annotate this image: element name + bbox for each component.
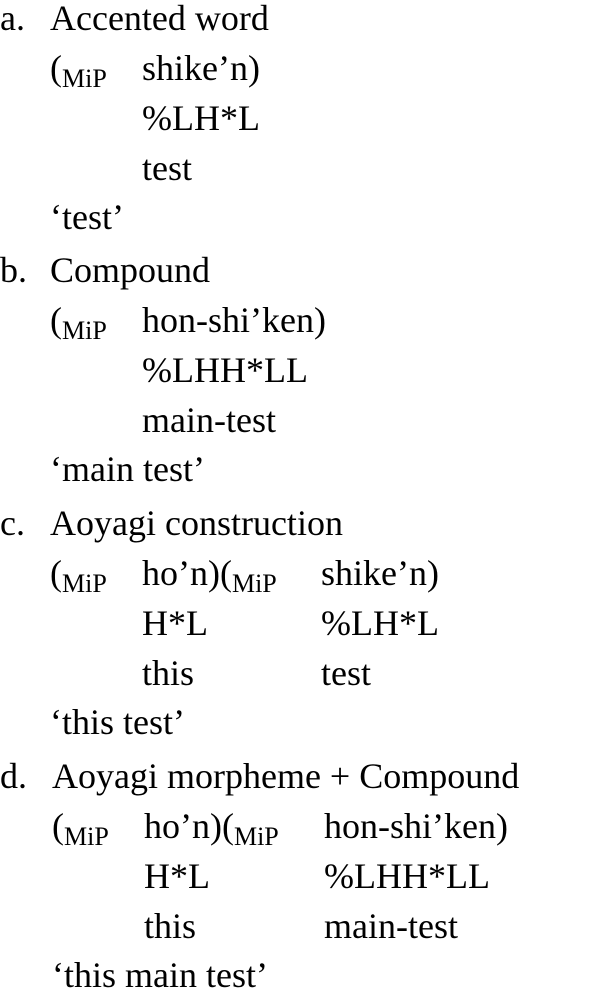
example-d-gloss-2: main-test — [324, 906, 458, 946]
bracket-open: ( — [50, 300, 62, 340]
example-d-label: d. — [0, 756, 27, 796]
example-d-tone-2: %LHH*LL — [324, 856, 490, 896]
example-d-bracket: (MiP — [52, 806, 109, 850]
example-c-tone-2: %LH*L — [321, 603, 439, 643]
word-form: ho’n)( — [144, 806, 234, 846]
example-b-translation: ‘main test’ — [50, 449, 205, 489]
bracket-subscript: MiP — [62, 64, 107, 93]
example-c-gloss-2: test — [321, 653, 371, 693]
example-c-bracket: (MiP — [50, 553, 107, 597]
example-a-tone: %LH*L — [142, 98, 260, 138]
example-a-translation: ‘test’ — [50, 197, 124, 237]
example-c-label: c. — [0, 503, 25, 543]
bracket-subscript: MiP — [62, 316, 107, 345]
example-c-translation: ‘this test’ — [50, 702, 185, 742]
bracket-subscript: MiP — [233, 822, 279, 851]
example-b-bracket: (MiP — [50, 300, 107, 344]
example-b-gloss: main-test — [142, 400, 276, 440]
example-a-gloss: test — [142, 148, 192, 188]
example-a-heading: Accented word — [50, 0, 269, 38]
example-d-gloss-1: this — [144, 906, 197, 946]
word-form: ho’n)( — [142, 553, 232, 593]
example-b-label: b. — [0, 250, 27, 290]
example-c-form-1: ho’n)(MiP — [142, 553, 277, 597]
example-c-heading: Aoyagi construction — [50, 503, 343, 543]
bracket-subscript: MiP — [62, 569, 107, 598]
example-c-tone-1: H*L — [142, 603, 208, 643]
example-a-label: a. — [0, 0, 25, 38]
example-b-heading: Compound — [50, 250, 211, 290]
bracket-subscript: MiP — [231, 569, 277, 598]
example-a-bracket: (MiP — [50, 48, 107, 92]
example-b-tone: %LHH*LL — [142, 350, 308, 390]
example-d-tone-1: H*L — [144, 856, 210, 896]
bracket-open: ( — [52, 806, 64, 846]
example-d-form-2: hon-shi’ken) — [324, 806, 508, 846]
bracket-open: ( — [50, 553, 62, 593]
example-b-form: hon-shi’ken) — [142, 300, 326, 340]
bracket-open: ( — [50, 48, 62, 88]
bracket-subscript: MiP — [64, 822, 109, 851]
example-a-form: shike’n) — [142, 48, 260, 88]
example-d-form-1: ho’n)(MiP — [144, 806, 279, 850]
example-c-form-2: shike’n) — [321, 553, 439, 593]
example-d-heading: Aoyagi morpheme + Compound — [52, 756, 520, 796]
example-d-translation: ‘this main test’ — [52, 955, 268, 995]
example-c-gloss-1: this — [142, 653, 195, 693]
